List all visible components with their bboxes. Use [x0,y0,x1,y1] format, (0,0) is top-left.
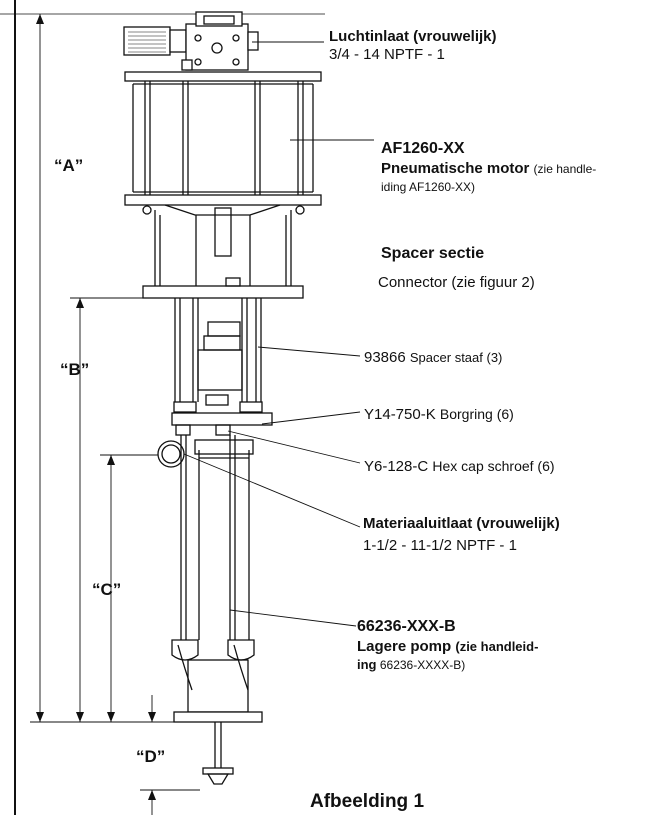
lower-pump-title: Lagere pomp [357,638,452,655]
lower-pump-note-2-bold: ing [357,657,377,672]
figure-caption: Afbeelding 1 [310,791,425,812]
dimension-b-label: “B” [60,360,90,379]
motor-note-1: (zie handle- [533,162,597,176]
dimension-d-label: “D” [136,747,166,766]
leader-lines [183,41,374,627]
air-valve [123,11,259,71]
spacer-rod-desc: Spacer staaf (3) [409,350,503,365]
spacer-section-title: Spacer sectie [381,245,485,262]
motor-title: Pneumatische motor [381,160,530,177]
hex-cap-part: Y6-128-C [364,458,429,475]
material-outlet-title: Materiaaluitlaat (vrouwelijk) [363,515,560,532]
lock-ring-desc: Borgring (6) [439,406,514,422]
connector-label: Connector (zie figuur 2) [378,274,535,291]
lower-pump-tube [180,435,254,640]
lock-ring-label: Y14-750-K Borgring (6) [364,405,514,424]
hex-cap-desc: Hex cap schroef (6) [432,458,555,474]
lower-pump-title-line: Lagere pomp (zie handleid- [357,638,538,656]
dimension-lines [30,14,262,815]
spacer-rod-part: 93866 [364,349,406,366]
spacer-housing [142,210,304,299]
hex-cap-label: Y6-128-C Hex cap schroef (6) [364,457,555,476]
dimension-a-label: “A” [54,156,84,175]
motor-part-number: AF1260-XX [381,140,465,157]
motor-tie-rods [132,81,314,195]
pump-foot-flange [173,711,263,723]
lower-plate [171,412,273,426]
air-inlet-spec: 3/4 - 14 NPTF - 1 [329,46,445,63]
dimension-c-label: “C” [92,580,122,599]
motor-top-plate [124,71,322,82]
lower-pump-note-2: 66236-XXXX-B) [379,658,466,672]
motor-bottom-plate [124,194,322,206]
lock-ring-part: Y14-750-K [364,406,436,423]
spacer-rod-label: 93866 Spacer staaf (3) [364,349,502,367]
lower-pump-note-1: (zie handleid- [455,639,539,654]
material-outlet-spec: 1-1/2 - 11-1/2 NPTF - 1 [363,537,517,554]
air-inlet-title: Luchtinlaat (vrouwelijk) [329,28,497,45]
motor-title-line: Pneumatische motor (zie handle- [381,160,596,178]
motor-note-2: iding AF1260-XX) [381,180,476,194]
lower-pump-part-number: 66236-XXX-B [357,618,456,635]
lower-pump-note-2-line: ing 66236-XXXX-B) [357,656,465,674]
